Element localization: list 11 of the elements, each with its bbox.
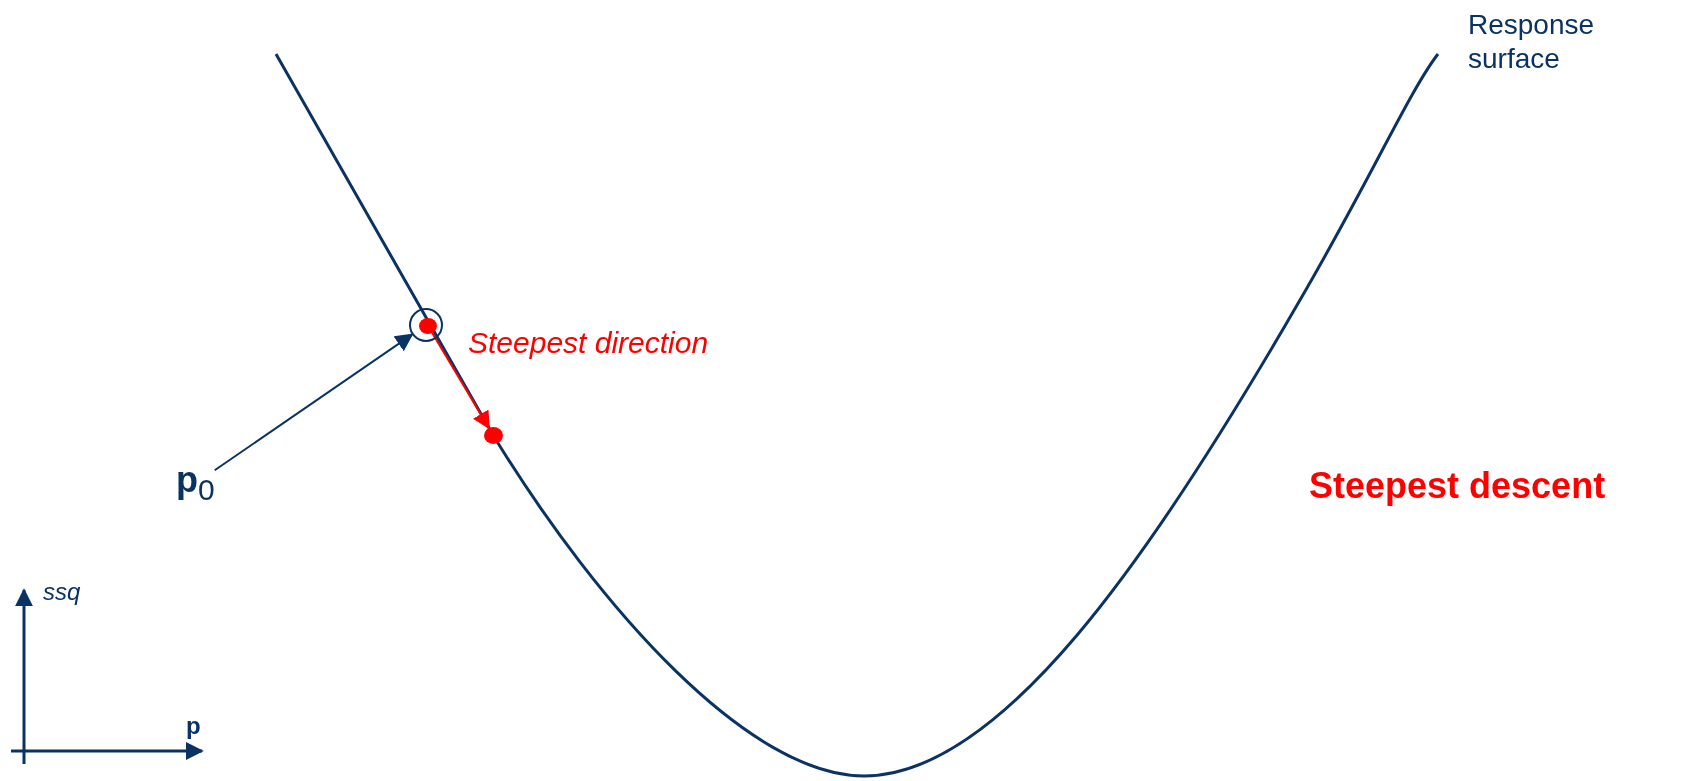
point-dot [419, 318, 437, 334]
arrow [431, 332, 490, 430]
point-label: p$_{0}$ [176, 462, 215, 506]
axis-label: p [186, 712, 201, 741]
marker-circle [409, 308, 443, 342]
point-dot [484, 427, 503, 444]
title-text: Steepest descent [1309, 464, 1606, 508]
curve-label: Response surface [1468, 8, 1596, 76]
leader-line [213, 333, 414, 472]
axis-label: ssq [43, 578, 81, 607]
edge-label: Steepest direction [468, 326, 709, 360]
